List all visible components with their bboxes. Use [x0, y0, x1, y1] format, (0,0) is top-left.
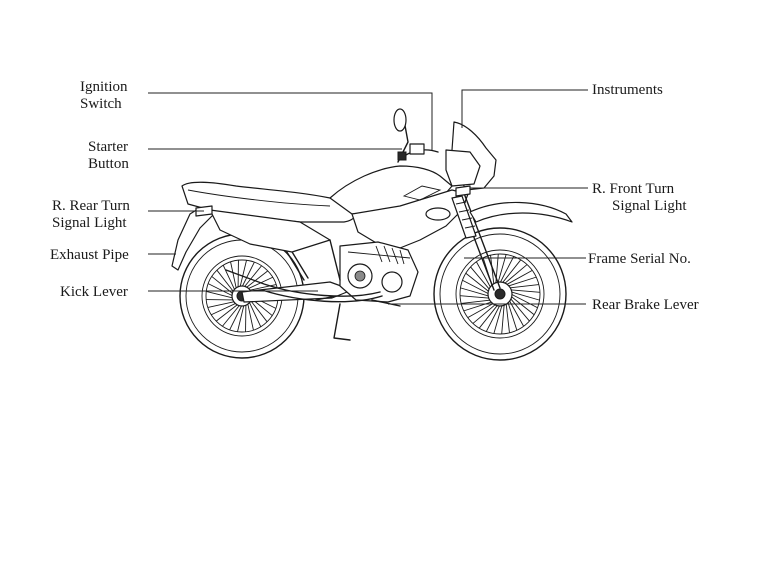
wheel-spoke	[493, 304, 503, 334]
wheel-spoke	[245, 270, 269, 289]
wheel-spoke	[499, 256, 515, 284]
wheel-spoke	[507, 301, 518, 331]
wheel-spoke	[243, 265, 262, 288]
engine	[339, 241, 419, 303]
label-starter-button: Starter Button	[88, 139, 132, 172]
wheel-spoke	[248, 284, 277, 291]
side-fairing	[351, 189, 469, 249]
leader-ignition	[148, 92, 433, 150]
front-fender	[469, 201, 573, 223]
wheel-spoke	[485, 304, 501, 332]
wheel-spoke	[503, 264, 528, 285]
wheel-spoke	[501, 304, 505, 335]
wheel-spoke	[216, 269, 235, 293]
wheel-spoke	[478, 304, 499, 329]
wheel-spoke	[507, 276, 537, 287]
labels: Ignition Switch Starter Button R. Rear T…	[50, 79, 699, 313]
wheel-spoke	[237, 304, 245, 332]
label-rear-brake-lever: Rear Brake Lever	[592, 297, 699, 313]
wheel-spoke	[509, 284, 539, 289]
wheel-spoke	[470, 266, 491, 291]
label-frame-serial: Frame Serial No.	[588, 251, 691, 267]
wheel-spoke	[467, 302, 495, 319]
rear-brake-pedal	[371, 299, 401, 307]
wheel-spoke	[465, 272, 490, 293]
wheel-spoke	[215, 303, 239, 322]
wheel-spoke	[239, 260, 247, 288]
wheel-spoke	[207, 301, 236, 308]
motorcycle-illustration	[171, 108, 573, 361]
front-wheel	[433, 227, 567, 361]
kickstand	[333, 303, 351, 341]
wheel-spoke	[510, 291, 540, 301]
leader-instruments	[461, 89, 588, 128]
wheel-spoke	[505, 303, 510, 333]
wheel-spoke	[510, 295, 535, 316]
label-instruments: Instruments	[592, 82, 663, 98]
wheel-spoke	[222, 265, 236, 291]
wheel-spoke	[505, 269, 533, 286]
wheel-spoke	[497, 254, 507, 284]
wheel-spoke	[241, 261, 255, 288]
wheel-spoke	[207, 283, 234, 297]
wheel-spoke	[211, 302, 237, 316]
wheel-spoke	[230, 261, 237, 290]
wheel-spoke	[229, 304, 243, 331]
exhaust	[225, 269, 381, 297]
wheel-spoke	[462, 279, 490, 295]
wheel-spoke	[475, 261, 492, 289]
wheel-spoke	[222, 304, 241, 327]
wheel-spoke	[461, 299, 491, 304]
wheel-spoke	[460, 287, 490, 297]
label-ignition-switch: Ignition Switch	[80, 79, 131, 112]
wheel-spoke	[463, 301, 493, 312]
wheel-spoke	[206, 291, 234, 299]
wheel-spoke	[509, 297, 530, 322]
wheel-spoke	[510, 289, 541, 293]
wheel-spoke	[501, 259, 522, 284]
wheel-spoke	[472, 303, 497, 324]
label-front-turn-signal: R. Front Turn Signal Light	[592, 181, 687, 214]
wheel-spoke	[490, 255, 495, 285]
wheel-spoke	[249, 299, 268, 323]
wheel-spoke	[248, 301, 262, 327]
label-rear-turn-signal: R. Rear Turn Signal Light	[52, 198, 134, 231]
wheel-spoke	[510, 293, 538, 309]
wheel-spoke	[459, 295, 490, 299]
wheel-spoke	[247, 302, 254, 331]
label-exhaust-pipe: Exhaust Pipe	[50, 247, 129, 263]
label-kick-lever: Kick Lever	[60, 284, 128, 300]
leader-lines	[148, 89, 588, 305]
